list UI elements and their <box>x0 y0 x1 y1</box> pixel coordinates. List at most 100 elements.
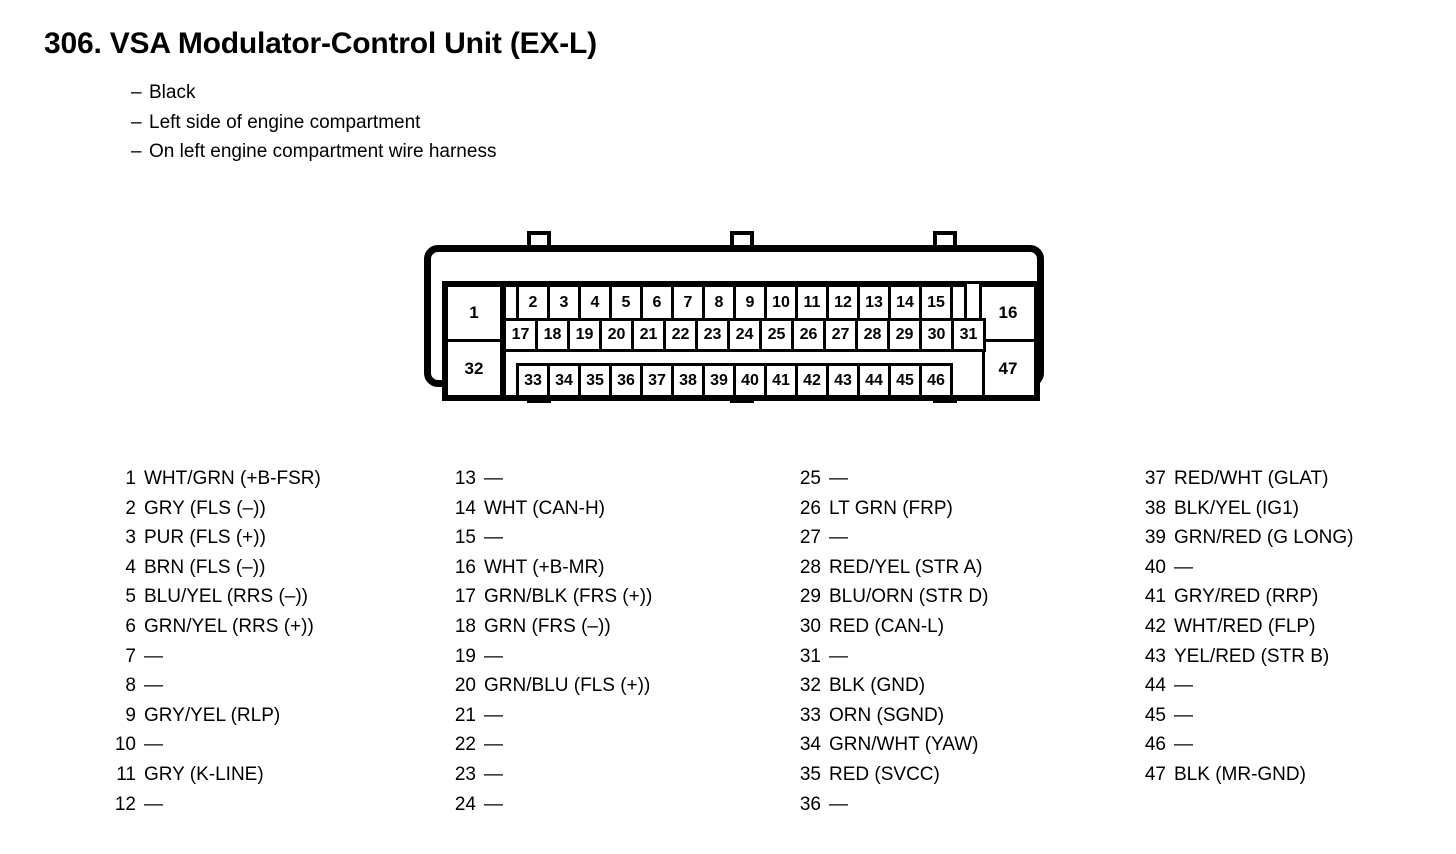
pin-description: GRY/RED (RRP) <box>1174 586 1319 608</box>
pin-cell-29: 29 <box>887 318 922 352</box>
pin-cell-35: 35 <box>578 363 612 398</box>
pin-description: GRN/WHT (YAW) <box>829 734 979 756</box>
pin-cell-32: 32 <box>445 339 503 398</box>
pin-number: 16 <box>454 556 476 578</box>
pin-cell-26: 26 <box>791 318 826 352</box>
pin-cell-blank <box>950 284 967 321</box>
pin-description: GRY/YEL (RLP) <box>144 704 281 726</box>
pin-number: 3 <box>125 527 136 549</box>
mounting-tab-top-right <box>933 231 957 247</box>
pin-cell-46: 46 <box>919 363 953 398</box>
pin-description: RED/WHT (GLAT) <box>1174 468 1329 489</box>
bullet-text: Left side of engine compartment <box>149 111 421 133</box>
bullet-text: Black <box>149 82 196 103</box>
pin-cell-30: 30 <box>919 318 954 352</box>
bullet-text: On left engine compartment wire harness <box>149 141 497 162</box>
pin-list-item: 36— <box>795 794 988 824</box>
pin-number: 24 <box>454 793 476 815</box>
pin-number: 4 <box>125 556 136 578</box>
pin-list-item: 43 YEL/RED (STR B) <box>1140 646 1353 676</box>
pin-cell-34: 34 <box>547 363 581 398</box>
pin-number: 19 <box>454 645 476 667</box>
pin-description: BRN (FLS (–)) <box>144 556 266 578</box>
pin-list-item: 15— <box>450 527 652 557</box>
pin-cell-36: 36 <box>609 363 643 398</box>
pin-cell-21: 21 <box>631 318 666 352</box>
pin-number: 34 <box>799 734 821 756</box>
bullet-dash-icon: – <box>131 111 142 133</box>
pin-description: WHT/RED (FLP) <box>1174 615 1316 637</box>
pin-number: 27 <box>799 527 821 549</box>
pin-number: 26 <box>799 497 821 519</box>
pin-cell-14: 14 <box>888 284 922 321</box>
pin-number: 38 <box>1144 497 1166 519</box>
pin-description: — <box>484 527 503 549</box>
pin-number: 37 <box>1144 468 1166 489</box>
pin-number: 2 <box>125 497 136 519</box>
pin-number: 20 <box>454 675 476 697</box>
pin-cell-20: 20 <box>599 318 634 352</box>
pin-list-item: 42 WHT/RED (FLP) <box>1140 616 1353 646</box>
pin-list-item: 31— <box>795 646 988 676</box>
pin-cell-4: 4 <box>578 284 612 321</box>
pin-list-item: 23— <box>450 764 652 794</box>
pin-number: 32 <box>799 675 821 697</box>
pin-list-item: 40— <box>1140 557 1353 587</box>
pin-number: 42 <box>1144 615 1166 637</box>
pin-number: 11 <box>116 763 136 785</box>
pin-cell-19: 19 <box>567 318 602 352</box>
pin-description: YEL/RED (STR B) <box>1174 645 1330 667</box>
pin-list-item: 10— <box>110 734 321 764</box>
pin-number: 43 <box>1144 645 1166 667</box>
pin-description: GRN/YEL (RRS (+)) <box>144 615 314 637</box>
pin-number: 21 <box>454 704 476 726</box>
pin-description: BLU/ORN (STR D) <box>829 586 989 608</box>
pin-number: 5 <box>125 586 136 608</box>
pin-cell-9: 9 <box>733 284 767 321</box>
pin-description: — <box>484 793 503 815</box>
pin-cell-3: 3 <box>547 284 581 321</box>
pin-list-item: 12— <box>110 794 321 824</box>
pin-number: 29 <box>799 586 821 608</box>
pin-description: — <box>484 704 503 726</box>
pin-description: — <box>829 527 848 549</box>
pin-number: 35 <box>799 763 821 785</box>
pin-description: BLK (MR-GND) <box>1174 763 1306 785</box>
pin-cell-2: 2 <box>516 284 550 321</box>
pin-description: — <box>1174 704 1193 726</box>
pin-cell-31: 31 <box>951 318 986 352</box>
pin-description: RED (SVCC) <box>829 763 940 785</box>
pin-cell-41: 41 <box>764 363 798 398</box>
pin-number: 25 <box>799 468 821 489</box>
pin-number: 36 <box>799 793 821 815</box>
pin-number: 17 <box>454 586 476 608</box>
pin-list-item: 46— <box>1140 734 1353 764</box>
pin-description: — <box>484 763 503 785</box>
pin-description: BLU/YEL (RRS (–)) <box>144 586 308 608</box>
pin-list-item: 7— <box>110 646 321 676</box>
pin-list-item: 19— <box>450 646 652 676</box>
pin-cell-44: 44 <box>857 363 891 398</box>
pin-description: — <box>144 793 163 815</box>
pin-list-item: 21 — <box>450 705 652 735</box>
pin-cell-39: 39 <box>702 363 736 398</box>
pin-cell-11: 11 <box>795 284 829 321</box>
